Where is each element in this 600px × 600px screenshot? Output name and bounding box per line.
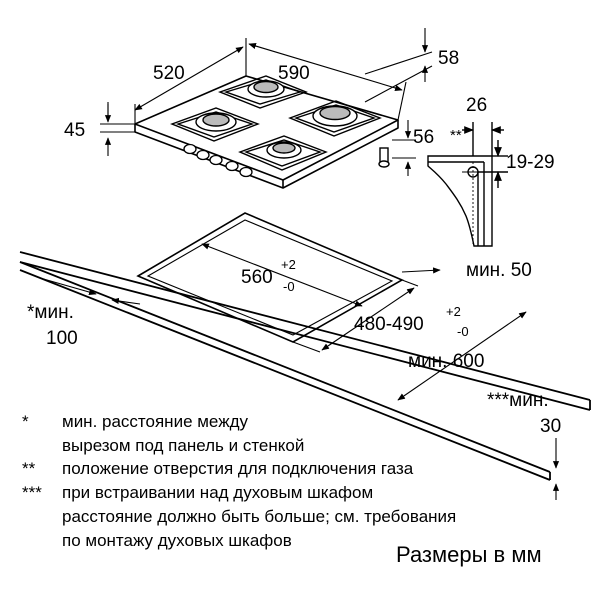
footnote-mark-2: **: [22, 459, 36, 478]
footnote-2-line-1: положение отверстия для подключения газа: [62, 459, 414, 478]
burner-back-right: [288, 100, 382, 137]
burner-front-left: [170, 107, 260, 142]
dim-cutout-width: 560 +2 -0: [241, 257, 296, 294]
burner-front-right: [238, 135, 328, 171]
dim-cutout-depth-tol-minus: -0: [457, 324, 469, 339]
dim-min-wall-label: *мин.: [27, 302, 74, 323]
dim-gas-hole-height: 19-29: [506, 152, 555, 173]
dim-cutout-width-tol-minus: -0: [283, 279, 295, 294]
dim-min-oven-value: 30: [540, 416, 561, 437]
dim-cutout-depth-main: 480-490: [354, 314, 424, 335]
dim-cutout-width-tol-plus: +2: [281, 257, 296, 272]
dim-connection-offset: 56: [413, 127, 434, 148]
dim-cutout-depth-tol-plus: +2: [446, 304, 461, 319]
footnote-3-line-2: расстояние должно быть больше; см. требо…: [62, 507, 457, 526]
dim-hob-width: 590: [278, 63, 310, 84]
hob-dimension-lines: [100, 28, 433, 176]
gas-connector: [378, 147, 390, 168]
dim-hob-depth: 520: [153, 63, 185, 84]
control-knobs: [183, 143, 253, 178]
gas-hole-detail: [427, 122, 508, 247]
footnote-mark-1: *: [22, 412, 29, 431]
units-label: Размеры в мм: [396, 542, 542, 567]
dim-cutout-width-main: 560: [241, 267, 273, 288]
dim-cutout-depth: 480-490 +2 -0: [354, 304, 469, 339]
dim-min-oven-label: ***мин.: [487, 390, 549, 411]
footnote-1-line-2: вырезом под панель и стенкой: [62, 436, 305, 455]
dim-height: 45: [64, 120, 85, 141]
footnote-1-line-1: мин. расстояние между: [62, 412, 248, 431]
dim-min-wall-value: 100: [46, 328, 78, 349]
dim-gas-hole-offset: 26: [466, 95, 487, 116]
footnote-3-line-3: по монтажу духовых шкафов: [62, 531, 292, 550]
dim-min-front: мин. 50: [466, 260, 532, 281]
dim-min-depth: мин. 600: [408, 351, 484, 372]
footnote-mark-3: ***: [22, 483, 42, 502]
footnote-3-line-1: при встраивании над духовым шкафом: [62, 483, 374, 502]
dim-rear-offset: 58: [438, 48, 459, 69]
gas-hole-marker: **: [450, 127, 462, 144]
countertop-dimension-lines: [39, 243, 560, 500]
